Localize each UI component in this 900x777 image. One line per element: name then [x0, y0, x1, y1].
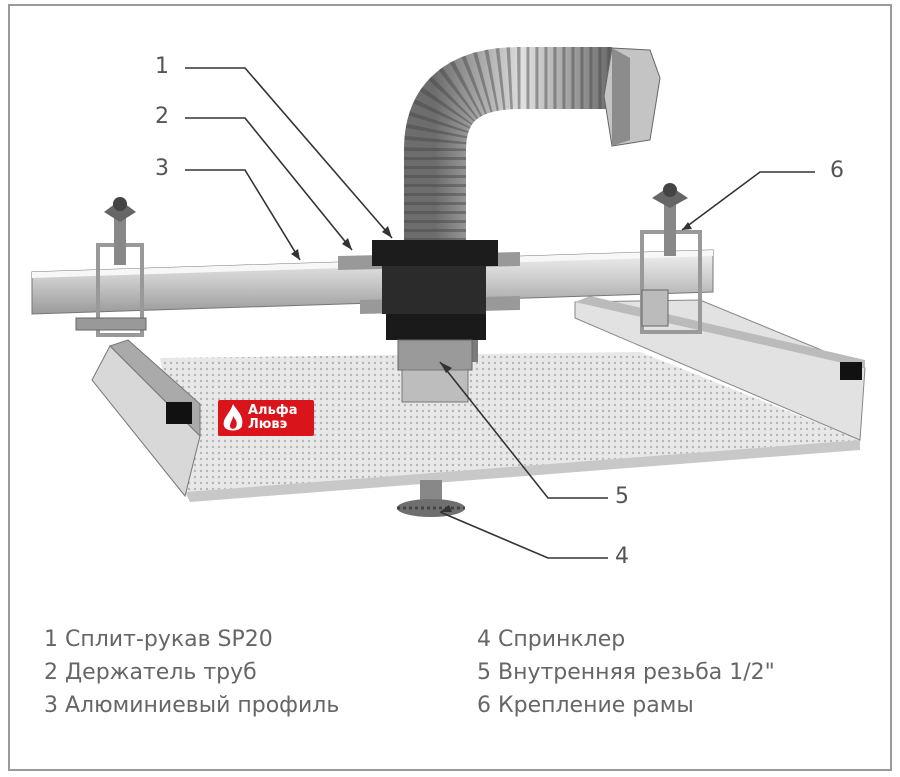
- leader-4: [439, 511, 608, 559]
- arrowhead-3: [291, 249, 300, 260]
- legend-left: 1 Сплит-рукав SP20 2 Держатель труб 3 Ал…: [44, 623, 339, 722]
- left-frame-clamp: [75, 197, 147, 337]
- right-frame-clamp: [640, 183, 702, 334]
- arrowhead-1: [382, 226, 392, 238]
- legend-item-4: 4 Спринклер: [477, 627, 626, 652]
- callout-4: 4: [615, 544, 629, 569]
- legend-item-5: 5 Внутренняя резьба 1/2": [477, 660, 775, 685]
- flame-icon: [223, 404, 243, 431]
- ceiling-panel: [160, 352, 860, 502]
- arrowhead-6: [682, 222, 692, 230]
- arrowhead-5: [440, 362, 452, 373]
- callout-6: 6: [830, 158, 844, 183]
- leader-arrowheads: [291, 222, 692, 512]
- logo-line-1: Альфа: [248, 403, 298, 418]
- left-profile: [91, 339, 201, 498]
- leader-2: [185, 117, 353, 251]
- sprinkler: [397, 480, 465, 517]
- leader-3: [185, 169, 301, 261]
- arrowhead-4: [440, 505, 452, 512]
- callout-2: 2: [155, 104, 169, 129]
- legend-item-1: 1 Сплит-рукав SP20: [44, 627, 273, 652]
- logo-line-2: Лювэ: [248, 417, 288, 432]
- logo-text: Альфа Лювэ: [248, 404, 297, 432]
- legend-right: 4 Спринклер 5 Внутренняя резьба 1/2" 6 К…: [477, 623, 775, 722]
- threaded-adapter: [397, 339, 473, 403]
- legend-item-6: 6 Крепление рамы: [477, 693, 694, 718]
- legend-item-3: 3 Алюминиевый профиль: [44, 693, 340, 718]
- leader-1: [185, 67, 393, 239]
- legend-item-2: 2 Держатель труб: [44, 660, 257, 685]
- leader-6: [681, 171, 815, 231]
- leader-lines: [185, 67, 815, 559]
- callout-5: 5: [615, 484, 629, 509]
- top-hex-nut: [603, 47, 661, 147]
- alfa-lyuve-logo: Альфа Лювэ: [218, 400, 314, 436]
- arrowhead-2: [342, 238, 352, 250]
- callout-1: 1: [155, 54, 169, 79]
- callout-3: 3: [155, 156, 169, 181]
- leader-5: [439, 361, 608, 499]
- flexible-hose: [404, 47, 612, 250]
